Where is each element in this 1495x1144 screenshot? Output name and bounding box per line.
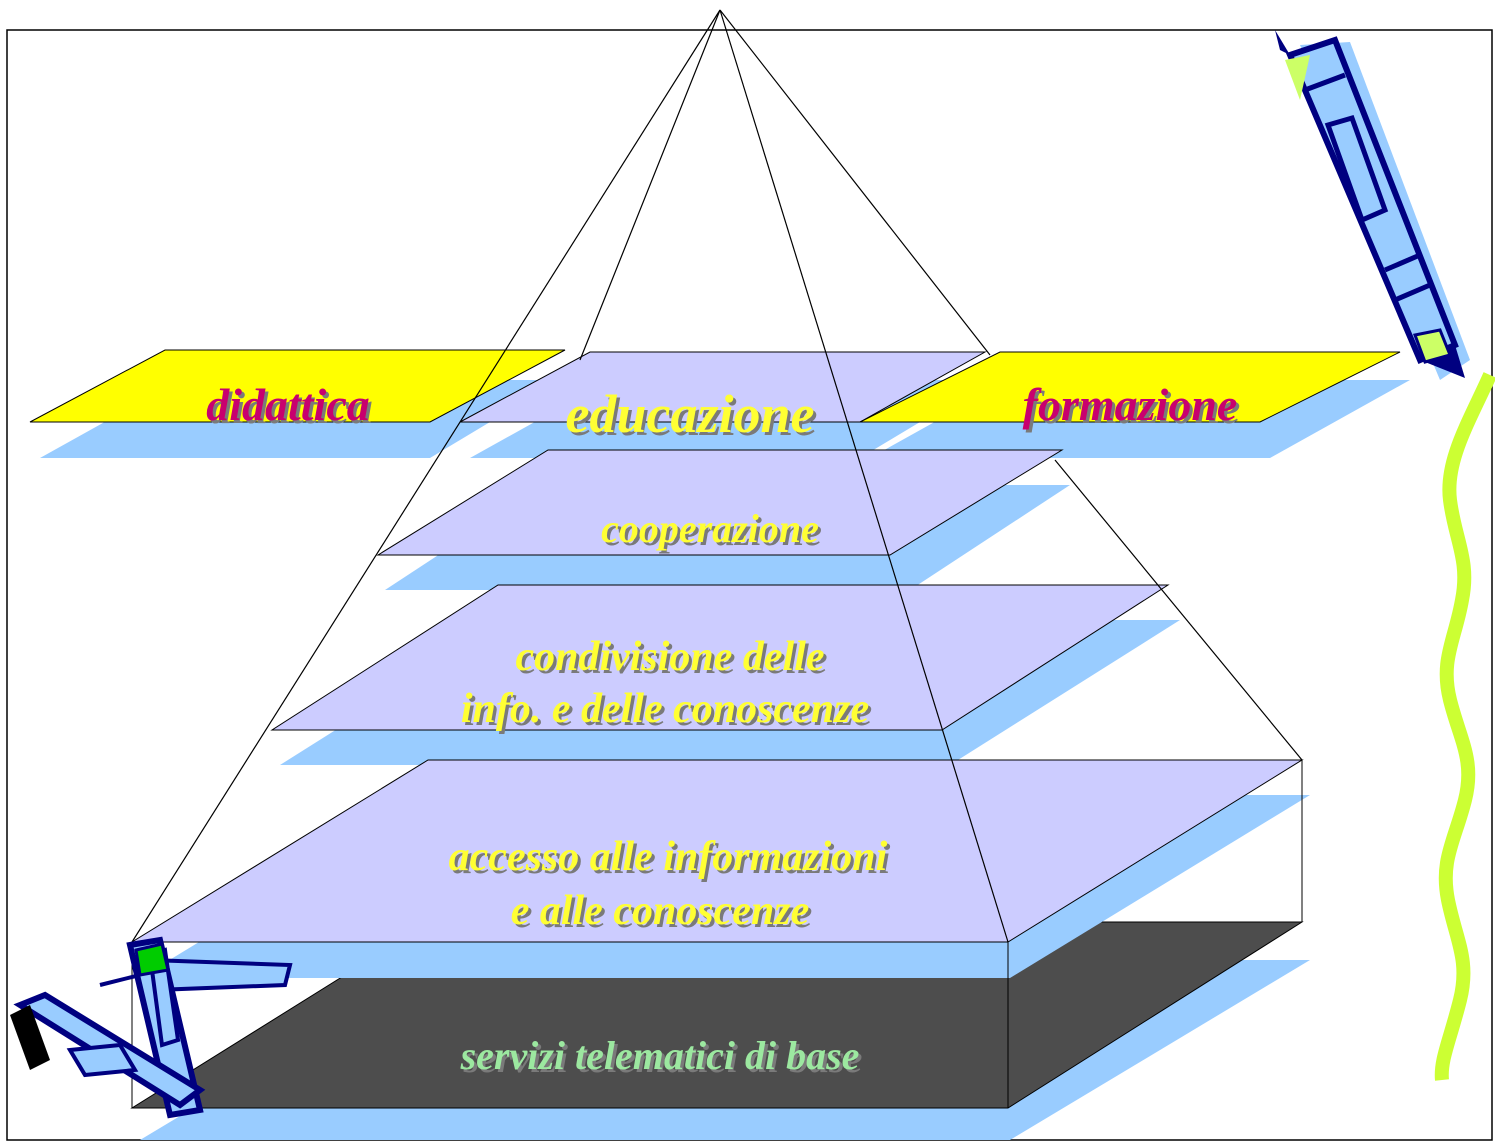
- top-layer: [29, 349, 1410, 458]
- didattica-label: didattica: [206, 379, 370, 430]
- servizi-label: servizi telematici di base: [460, 1033, 860, 1078]
- accesso-line2: e alle conoscenze: [511, 888, 810, 934]
- accesso-line2-shadow: e alle conoscenze: [514, 891, 813, 937]
- condivisione-plane: [270, 584, 1170, 731]
- labels: didattica didattica educazione educazion…: [206, 379, 1240, 1081]
- pencil-icon: [1275, 30, 1470, 380]
- condivisione-line1: condivisione delle: [515, 634, 824, 680]
- cooperazione-label: cooperazione: [601, 506, 819, 551]
- formazione-label: formazione: [1023, 379, 1238, 430]
- condivisione-line2: info. e delle conoscenze: [461, 686, 869, 732]
- squiggle-line: [1434, 372, 1495, 1081]
- formazione-label-shadow: formazione: [1026, 382, 1241, 433]
- condivisione-line2-shadow: info. e delle conoscenze: [464, 689, 872, 735]
- accesso-line1: accesso alle informazioni: [449, 834, 888, 880]
- base-box-outline: [131, 760, 1303, 1108]
- educazione-label-shadow: educazione: [569, 387, 818, 447]
- condivisione-line1-shadow: condivisione delle: [518, 637, 827, 683]
- educazione-plane: [459, 351, 987, 423]
- didattica-plane: [29, 349, 566, 423]
- cooperazione-plane: [376, 449, 1064, 556]
- formazione-plane: [859, 351, 1401, 423]
- pencils-icon: [10, 936, 293, 1119]
- educazione-label: educazione: [566, 384, 815, 444]
- servizi-label-shadow: servizi telematici di base: [463, 1036, 863, 1081]
- didattica-label-shadow: didattica: [209, 382, 373, 433]
- accesso-line1-shadow: accesso alle informazioni: [452, 837, 891, 883]
- cooperazione-label-shadow: cooperazione: [604, 509, 822, 554]
- pyramid-edges: [131, 9, 1303, 943]
